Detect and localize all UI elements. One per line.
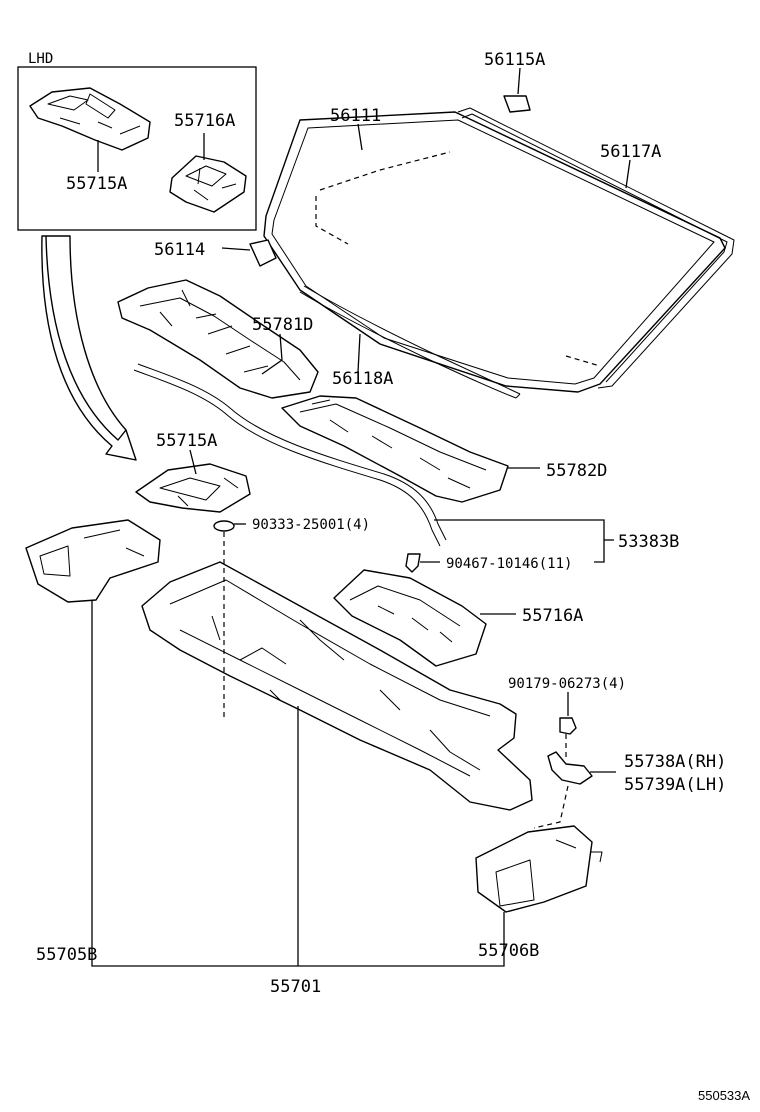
- label-55781D: 55781D: [252, 315, 313, 335]
- diagram-reference-code: 550533A: [698, 1088, 750, 1103]
- part-55716A-lhd: [169, 155, 247, 213]
- part-55738A-bracket: [547, 751, 593, 785]
- part-56118A: [299, 285, 521, 399]
- label-55739A: 55739A(LH): [624, 775, 726, 795]
- label-56118A: 56118A: [332, 369, 393, 389]
- part-55715A-lhd: [29, 87, 151, 151]
- label-55705B: 55705B: [36, 945, 97, 965]
- label-90467: 90467-10146(11): [446, 556, 572, 572]
- part-90333-grommet: [213, 520, 235, 532]
- label-55716A-lhd: 55716A: [174, 111, 235, 131]
- part-labels: 56115A 56111 56117A 56114 55781D 56118A …: [36, 50, 726, 997]
- part-55781D: [117, 279, 319, 399]
- label-53383B: 53383B: [618, 532, 679, 552]
- part-55782D: [281, 395, 509, 503]
- inset-arrow: [41, 235, 137, 461]
- part-55701-cowl: [141, 561, 533, 811]
- label-55715A: 55715A: [156, 431, 217, 451]
- label-90179: 90179-06273(4): [508, 676, 626, 692]
- part-90179-nut: [559, 717, 577, 735]
- lhd-inset: LHD 55715A 55716A: [17, 51, 257, 231]
- part-90467-clip: [405, 553, 421, 573]
- label-90333: 90333-25001(4): [252, 517, 370, 533]
- part-53383B-seal: [133, 363, 447, 547]
- part-moulding-56117A: [457, 107, 735, 389]
- label-55738A: 55738A(RH): [624, 752, 726, 772]
- part-56115A: [503, 95, 531, 113]
- part-55706B: [475, 825, 603, 913]
- label-56115A: 56115A: [484, 50, 545, 70]
- label-55706B: 55706B: [478, 941, 539, 961]
- guide-lines: [223, 532, 569, 829]
- part-55705B: [25, 519, 161, 603]
- label-56111: 56111: [330, 106, 381, 126]
- label-56117A: 56117A: [600, 142, 661, 162]
- leader-lines: [91, 67, 631, 967]
- part-windshield-56111: [263, 111, 726, 393]
- label-55782D: 55782D: [546, 461, 607, 481]
- inset-title: LHD: [28, 51, 53, 67]
- part-55715A: [135, 463, 251, 513]
- part-56114: [249, 239, 277, 267]
- label-56114: 56114: [154, 240, 205, 260]
- label-55715A-lhd: 55715A: [66, 174, 127, 194]
- label-55716A: 55716A: [522, 606, 583, 626]
- part-55716A: [333, 569, 487, 667]
- label-55701: 55701: [270, 977, 321, 997]
